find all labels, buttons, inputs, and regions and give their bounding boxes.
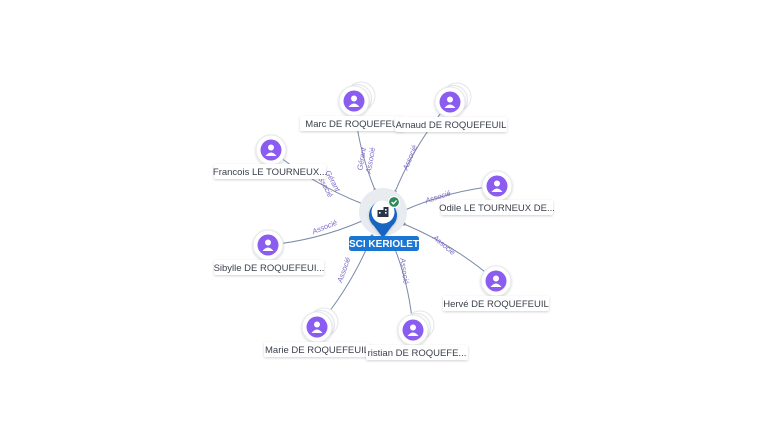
edge-line: [394, 101, 451, 193]
person-icon: [407, 324, 419, 336]
person-label-bg: [441, 200, 553, 215]
person-label-bg: [214, 260, 324, 275]
building-icon: [377, 207, 389, 217]
edge-role-label: Gérant: [355, 146, 368, 171]
person-icon: [444, 96, 456, 108]
person-label-bg: [443, 296, 549, 311]
edge-role-label: Associé: [430, 232, 457, 256]
person-label: Marc DE ROQUEFEU: [305, 119, 399, 130]
center-node[interactable]: SCI KERIOLET: [349, 188, 419, 251]
person-node[interactable]: Sibylle DE ROQUEFEUI...: [214, 229, 325, 275]
edge-role-label: Associé: [310, 218, 339, 237]
center-label-bg: [349, 236, 419, 251]
person-label: Marie DE ROQUEFEUIL: [265, 345, 369, 356]
person-icon: [491, 180, 503, 192]
person-node[interactable]: Odile LE TOURNEUX DE...: [439, 170, 555, 215]
person-label: Sibylle DE ROQUEFEUI...: [214, 263, 325, 274]
edge-role-label: Associé: [401, 144, 420, 173]
person-label-bg: [214, 164, 326, 179]
person-node[interactable]: Marc DE ROQUEFEU: [300, 81, 404, 131]
person-icon: [311, 321, 323, 333]
person-icon: [262, 239, 274, 251]
person-node[interactable]: Arnaud DE ROQUEFEUIL: [395, 82, 507, 132]
person-label: Arnaud DE ROQUEFEUIL: [396, 120, 507, 131]
person-label: Hervé DE ROQUEFEUIL: [443, 299, 549, 310]
center-label: SCI KERIOLET: [349, 239, 419, 250]
person-node[interactable]: Marie DE ROQUEFEUIL: [264, 307, 370, 357]
person-label-bg: [264, 342, 370, 357]
verified-badge: [387, 195, 401, 209]
person-label: Francois LE TOURNEUX...: [213, 167, 327, 178]
person-label: ristian DE ROQUEFE...: [368, 348, 467, 359]
edge-role-label: Associé: [398, 256, 411, 284]
person-label-bg: [366, 345, 468, 360]
person-label-bg: [395, 117, 507, 132]
person-icon: [265, 144, 277, 156]
person-icon: [490, 275, 502, 287]
person-node[interactable]: Francois LE TOURNEUX...: [213, 134, 327, 179]
person-node[interactable]: Hervé DE ROQUEFEUIL: [443, 265, 549, 311]
person-label-bg: [300, 116, 404, 131]
check-icon: [391, 199, 398, 205]
person-label: Odile LE TOURNEUX DE...: [439, 203, 555, 214]
person-icon: [348, 95, 360, 107]
person-node[interactable]: ristian DE ROQUEFE...: [366, 310, 468, 360]
